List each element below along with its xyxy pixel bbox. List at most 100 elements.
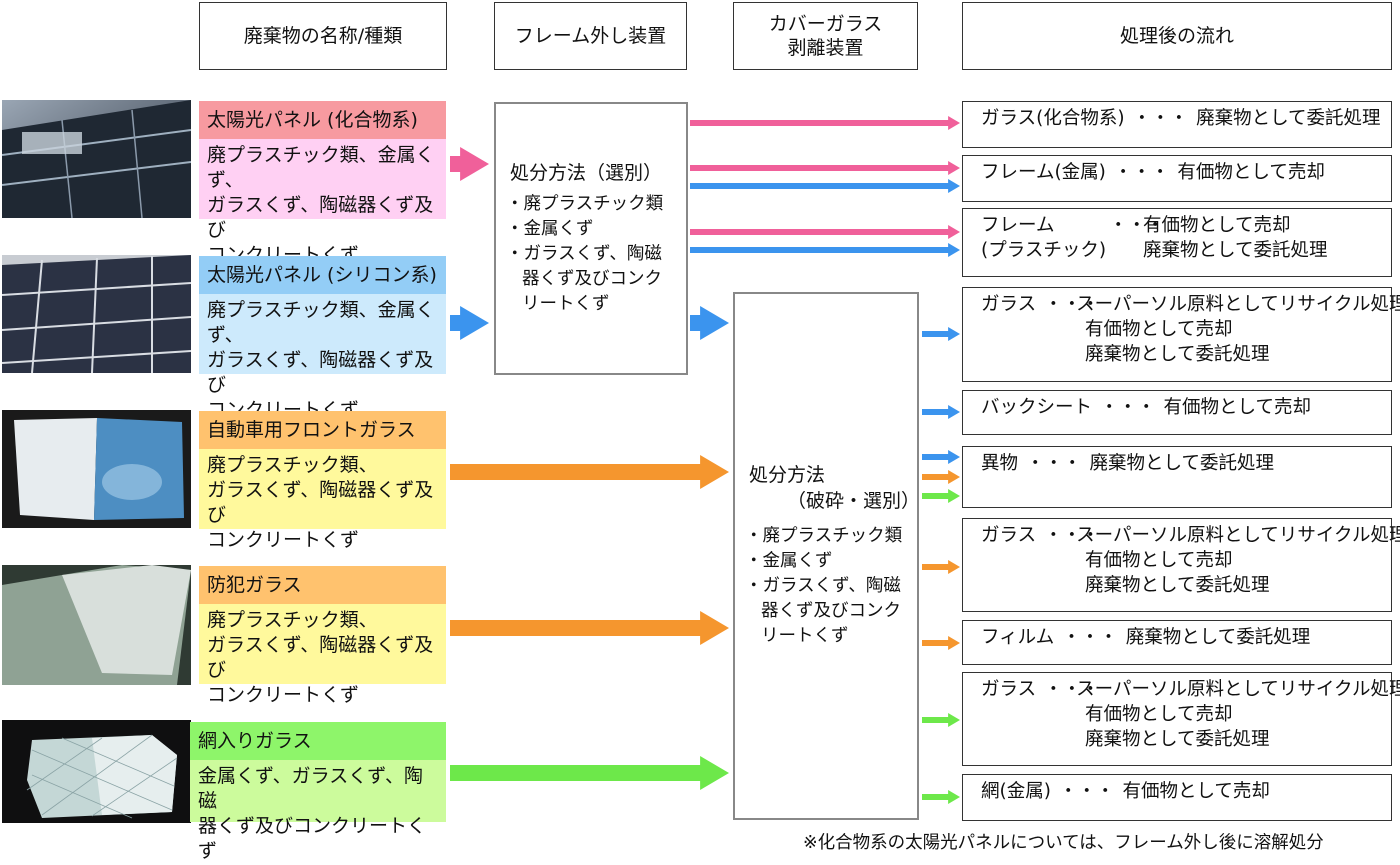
- waste-desc-wired-glass: 金属くず、ガラスくず、陶磁 器くず及びコンクリートくず: [190, 760, 446, 862]
- waste-title-windshield: 自動車用フロントガラス: [199, 411, 446, 449]
- output-row: ガラス(化合物系)・・・廃棄物として委託処理: [981, 106, 1391, 131]
- process2-item: ・廃プラスチック類: [745, 526, 903, 546]
- output-separator: ・・・: [1100, 397, 1156, 418]
- arrow-to-foreign-matter-orange: [922, 470, 960, 484]
- output-treatment: 有価物として売却: [1085, 704, 1233, 725]
- arrow-to-film: [922, 636, 960, 650]
- arrow-wired-glass-to-cover-glass: [450, 756, 729, 790]
- output-row: フィルム・・・廃棄物として委託処理: [981, 625, 1391, 650]
- process2-title-line1: 処分方法: [749, 464, 826, 486]
- output-row: ガラス・・・スーパーソル原料としてリサイクル処理: [981, 292, 1400, 317]
- output-box: フィルム・・・廃棄物として委託処理: [962, 620, 1392, 665]
- output-item: フィルム: [981, 627, 1055, 648]
- output-row: 有価物として売却: [981, 548, 1391, 573]
- security-glass-photo: [2, 565, 191, 685]
- arrow-to-metal-frame-pink: [690, 161, 960, 175]
- output-row: 廃棄物として委託処理: [981, 342, 1391, 367]
- silicon-solar-panel-photo: [2, 255, 191, 373]
- output-separator: ・・・: [1062, 627, 1118, 648]
- output-separator: ・・・: [1113, 162, 1170, 183]
- waste-title-wired-glass: 網入りガラス: [190, 722, 446, 760]
- footnote: ※化合物系の太陽光パネルについては、フレーム外し後に溶解処分: [803, 833, 1324, 853]
- output-row: 網(金属)・・・有価物として売却: [981, 779, 1391, 804]
- arrow-windshield-to-cover-glass: [450, 455, 729, 489]
- output-box: ガラス・・・スーパーソル原料としてリサイクル処理有価物として売却廃棄物として委託…: [962, 672, 1400, 766]
- output-row: 廃棄物として委託処理: [981, 573, 1391, 598]
- output-treatment: 有価物として売却: [1177, 162, 1325, 183]
- output-row: フレーム ・・・有価物として売却: [981, 213, 1391, 238]
- output-treatment: 有価物として売却: [1143, 215, 1291, 236]
- windshield-glass-photo: [2, 410, 191, 528]
- arrow-to-metal-frame-blue: [690, 179, 960, 193]
- output-item: バックシート: [981, 397, 1093, 418]
- output-treatment: 廃棄物として委託処理: [1085, 729, 1270, 750]
- header-waste-type: 廃棄物の名称/種類: [199, 2, 447, 70]
- process2-items: ・廃プラスチック類 ・金属くず ・ガラスくず、陶磁器くず及びコンクリートくず: [745, 524, 913, 649]
- output-treatment: 廃棄物として委託処理: [1143, 240, 1328, 261]
- process1-item: ・廃プラスチック類: [506, 194, 664, 214]
- process2-item: ・ガラスくず、陶磁器くず及びコンクリートくず: [745, 576, 901, 646]
- output-row: 異物・・・廃棄物として委託処理: [981, 451, 1391, 476]
- output-treatment: 廃棄物として委託処理: [1085, 575, 1270, 596]
- output-row: フレーム(金属) ・・・有価物として売却: [981, 160, 1391, 185]
- arrow-to-plastic-frame-blue: [690, 243, 960, 257]
- process1-title: 処分方法（選別）: [510, 162, 663, 184]
- process1-item: ・金属くず: [506, 219, 594, 239]
- output-treatment: 廃棄物として委託処理: [1089, 453, 1274, 474]
- output-item: ガラス: [981, 294, 1037, 315]
- output-separator: ・・・: [1109, 215, 1165, 236]
- arrow-to-foreign-matter-blue: [922, 450, 960, 464]
- waste-title-cigs-panel: 太陽光パネル (化合物系): [199, 101, 446, 139]
- arrow-to-silicon-glass: [922, 327, 960, 341]
- output-treatment: 廃棄物として委託処理: [1125, 627, 1311, 648]
- arrow-to-cigs-glass: [690, 116, 960, 130]
- output-treatment: 有価物として売却: [1122, 781, 1270, 802]
- frame-removal-process-box: 処分方法（選別） ・廃プラスチック類 ・金属くず ・ガラスくず、陶磁器くず及びコ…: [494, 102, 688, 375]
- output-separator: ・・・: [1132, 108, 1189, 129]
- header-cover-glass-separator: カバーガラス 剥離装置: [733, 2, 918, 70]
- output-row: ガラス・・・スーパーソル原料としてリサイクル処理: [981, 523, 1400, 548]
- output-item: ガラス: [981, 679, 1037, 700]
- output-row: 廃棄物として委託処理: [981, 727, 1391, 752]
- arrow-to-wire-metal: [922, 790, 960, 804]
- wired-glass-photo: [2, 720, 191, 823]
- process2-title-line2: （破砕・選別）: [787, 490, 921, 512]
- output-row: バックシート・・・有価物として売却: [981, 395, 1391, 420]
- waste-title-security-glass: 防犯ガラス: [199, 566, 446, 604]
- output-box: ガラス・・・スーパーソル原料としてリサイクル処理有価物として売却廃棄物として委託…: [962, 518, 1400, 612]
- output-item: フレーム(金属): [981, 162, 1106, 183]
- process1-items: ・廃プラスチック類 ・金属くず ・ガラスくず、陶磁器くず及びコンクリートくず: [506, 192, 678, 317]
- waste-title-silicon-panel: 太陽光パネル (シリコン系): [199, 256, 446, 294]
- cover-glass-process-box: 処分方法 （破砕・選別） ・廃プラスチック類 ・金属くず ・ガラスくず、陶磁器く…: [733, 292, 921, 820]
- output-treatment: 有価物として売却: [1163, 397, 1311, 418]
- output-box: フレーム・・・有価物として売却(プラスチック)廃棄物として委託処理: [962, 208, 1392, 277]
- output-row: 有価物として売却: [981, 702, 1391, 727]
- arrow-frame-removal-to-cover-glass: [690, 306, 729, 340]
- arrow-to-foreign-matter-green: [922, 489, 960, 503]
- cigs-solar-panel-photo: [2, 100, 191, 218]
- output-treatment: スーパーソル原料としてリサイクル処理: [1076, 294, 1400, 315]
- output-box: フレーム(金属) ・・・有価物として売却: [962, 155, 1392, 202]
- output-row: ガラス・・・スーパーソル原料としてリサイクル処理: [981, 677, 1400, 702]
- arrow-security-glass-to-cover-glass: [450, 611, 729, 645]
- output-box: ガラス・・・スーパーソル原料としてリサイクル処理有価物として売却廃棄物として委託…: [962, 287, 1400, 382]
- output-treatment: 廃棄物として委託処理: [1085, 344, 1270, 365]
- arrow-cigs-to-frame-removal: [450, 147, 489, 181]
- output-treatment: 有価物として売却: [1085, 550, 1233, 571]
- process1-item: ・ガラスくず、陶磁器くず及びコンクリートくず: [506, 244, 662, 314]
- arrow-to-wired-glass-cullet: [922, 713, 960, 727]
- output-item: フレーム: [981, 215, 1055, 236]
- output-item: 異物: [981, 453, 1019, 474]
- header-post-processing-flow: 処理後の流れ: [962, 2, 1392, 70]
- waste-desc-silicon-panel: 廃プラスチック類、金属くず、 ガラスくず、陶磁器くず及び コンクリートくず: [199, 294, 446, 421]
- output-item: ガラス(化合物系): [981, 108, 1125, 129]
- header-frame-removal: フレーム外し装置: [494, 2, 687, 70]
- output-row: 有価物として売却: [981, 317, 1391, 342]
- output-treatment: スーパーソル原料としてリサイクル処理: [1076, 525, 1400, 546]
- waste-desc-windshield: 廃プラスチック類、 ガラスくず、陶磁器くず及び コンクリートくず: [199, 449, 446, 551]
- output-item: 網(金属): [981, 781, 1051, 802]
- output-box: ガラス(化合物系)・・・廃棄物として委託処理: [962, 101, 1392, 148]
- output-item: ガラス: [981, 525, 1037, 546]
- arrow-to-plastic-frame-pink: [690, 225, 960, 239]
